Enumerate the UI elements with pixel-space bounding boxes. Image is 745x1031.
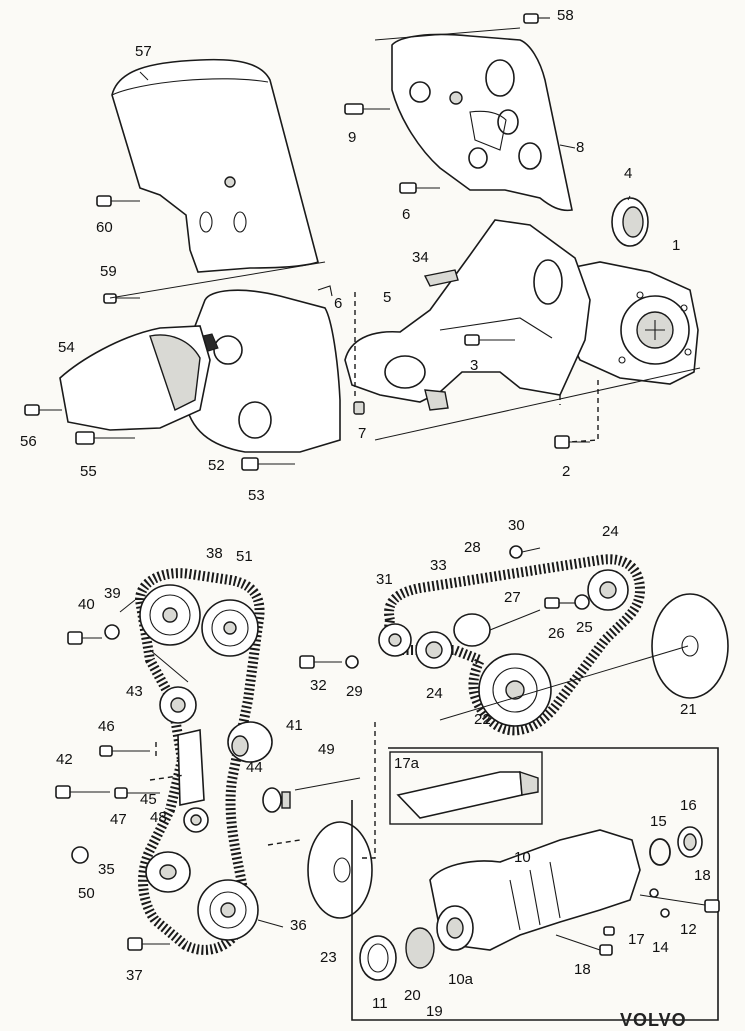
label-26: 26 — [548, 625, 565, 642]
label-5: 5 — [383, 289, 392, 306]
label-17a: 17a — [394, 755, 420, 772]
label-20: 20 — [404, 987, 421, 1004]
label-22: 22 — [474, 711, 491, 728]
label-37: 37 — [126, 967, 143, 984]
label-18-right: 18 — [694, 867, 711, 884]
label-32: 32 — [310, 677, 327, 694]
pump-seal — [359, 935, 397, 981]
label-53: 53 — [248, 487, 265, 504]
label-10a: 10a — [448, 971, 474, 988]
label-25: 25 — [576, 619, 593, 636]
timing-belt-right — [384, 554, 646, 736]
label-51: 51 — [236, 548, 253, 565]
label-4: 4 — [624, 165, 633, 182]
label-60: 60 — [96, 219, 113, 236]
lower-timing-cover — [181, 289, 341, 453]
label-48: 48 — [150, 809, 167, 826]
rear-timing-plate — [344, 219, 591, 403]
label-52: 52 — [208, 457, 225, 474]
bolt-set-lower-left — [55, 624, 361, 951]
label-34: 34 — [412, 249, 429, 266]
crank-washer — [307, 821, 373, 919]
label-1: 1 — [672, 237, 681, 254]
upper-timing-cover — [111, 58, 319, 273]
label-41: 41 — [286, 717, 303, 734]
brand-mark: VOLVO — [620, 1010, 687, 1030]
sealant-box — [389, 751, 543, 825]
label-11: 11 — [372, 995, 388, 1012]
label-38: 38 — [206, 545, 223, 562]
label-7: 7 — [358, 425, 367, 442]
label-21: 21 — [680, 701, 697, 718]
label-36: 36 — [290, 917, 307, 934]
label-6-lower: 6 — [334, 295, 343, 312]
bolt-set-upper — [24, 13, 590, 471]
label-54: 54 — [58, 339, 75, 356]
label-12: 12 — [680, 921, 697, 938]
o-ring — [649, 838, 671, 866]
label-24-upper: 24 — [602, 523, 619, 540]
label-39: 39 — [104, 585, 121, 602]
timing-belt-left — [134, 568, 265, 955]
label-17: 17 — [628, 931, 645, 948]
label-9: 9 — [348, 129, 357, 146]
label-49: 49 — [318, 741, 335, 758]
upper-inner-cover — [391, 33, 573, 212]
inset-frame — [351, 747, 719, 1021]
label-31: 31 — [376, 571, 393, 588]
label-47: 47 — [110, 811, 127, 828]
label-27: 27 — [504, 589, 521, 606]
label-10: 10 — [514, 849, 531, 866]
label-50: 50 — [78, 885, 95, 902]
label-18-bottom: 18 — [574, 961, 591, 978]
label-43: 43 — [126, 683, 143, 700]
label-42: 42 — [56, 751, 73, 768]
bracket — [423, 269, 459, 287]
label-59: 59 — [100, 263, 117, 280]
label-3: 3 — [470, 357, 479, 374]
label-15: 15 — [650, 813, 667, 830]
label-29: 29 — [346, 683, 363, 700]
label-44: 44 — [246, 759, 263, 776]
label-14: 14 — [652, 939, 669, 956]
label-57: 57 — [135, 43, 152, 60]
label-30: 30 — [508, 517, 525, 534]
label-35: 35 — [98, 861, 115, 878]
label-33: 33 — [430, 557, 447, 574]
label-40: 40 — [78, 596, 95, 613]
label-23: 23 — [320, 949, 337, 966]
oil-pump-assembly — [429, 829, 641, 951]
pump-gear — [405, 927, 435, 969]
label-46: 46 — [98, 718, 115, 735]
sealant-tube — [396, 771, 523, 819]
label-58: 58 — [557, 7, 574, 24]
label-24-lower: 24 — [426, 685, 443, 702]
label-19: 19 — [426, 1003, 443, 1020]
label-2: 2 — [562, 463, 571, 480]
label-28: 28 — [464, 539, 481, 556]
label-56: 56 — [20, 433, 37, 450]
label-16: 16 — [680, 797, 697, 814]
crank-disc — [651, 593, 729, 699]
label-55: 55 — [80, 463, 97, 480]
label-45: 45 — [140, 791, 157, 808]
label-6-upper: 6 — [402, 206, 411, 223]
label-8: 8 — [576, 139, 585, 156]
idler-right-2 — [453, 613, 491, 647]
